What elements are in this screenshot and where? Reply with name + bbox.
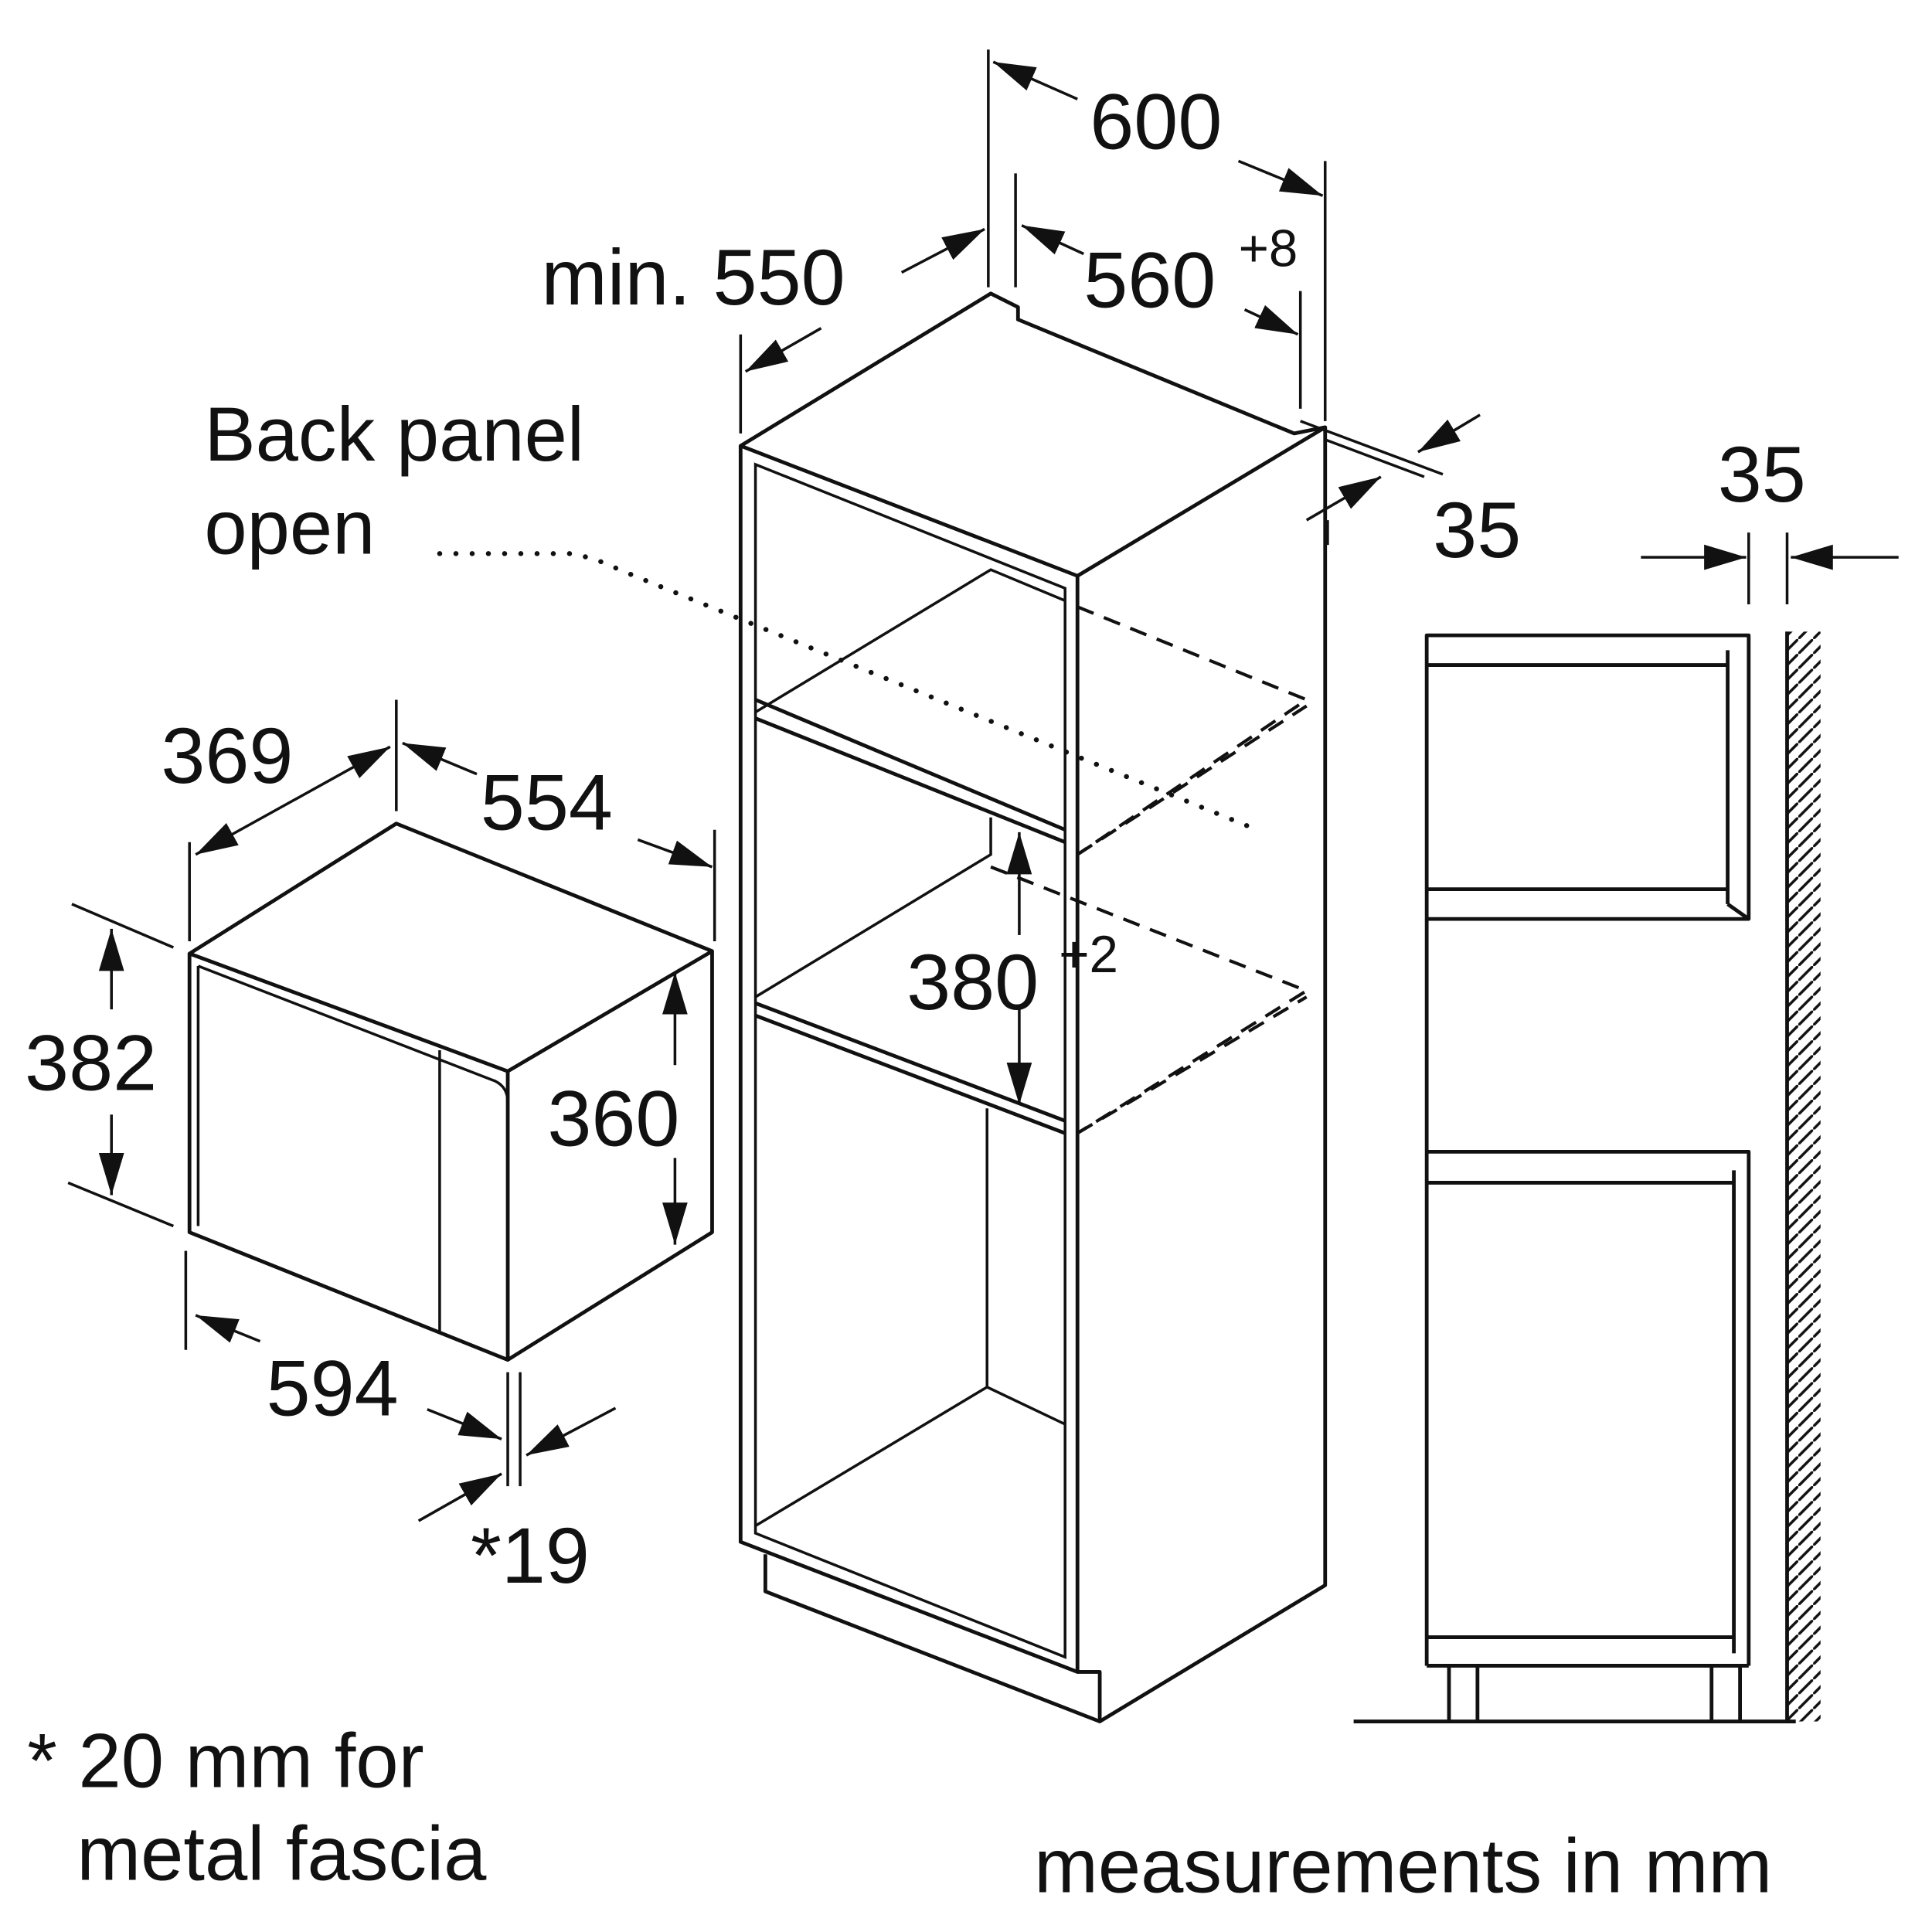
back-panel-label-line2: open — [204, 485, 375, 570]
cabinet-dimensions: 600 min. 550 560 +8 35 380 +2 — [541, 49, 1521, 1105]
dim-appliance-depth: 369 — [161, 711, 293, 800]
footnote-line2: metal fascia — [77, 1811, 487, 1897]
dim-appliance-body-width: 554 — [481, 758, 613, 847]
dim-niche-width-tolerance: +8 — [1239, 220, 1298, 278]
footnote-line1: * 20 mm for — [27, 1719, 423, 1804]
dim-niche-height-tolerance: +2 — [1059, 926, 1118, 984]
dim-side-gap: 35 — [1718, 430, 1806, 519]
side-view: 35 — [1353, 430, 1899, 1723]
dim-niche-height: 380 — [906, 937, 1039, 1026]
microwave-dimensions: 369 554 382 360 594 *19 — [25, 699, 716, 1600]
tall-cabinet — [437, 291, 1328, 1723]
dim-appliance-body-height: 360 — [547, 1073, 679, 1162]
back-panel-label-line1: Back panel — [204, 392, 584, 478]
dim-appliance-width: 594 — [267, 1344, 399, 1433]
dim-appliance-height: 382 — [25, 1018, 157, 1107]
microwave-appliance — [187, 821, 714, 1362]
dim-cabinet-depth: min. 550 — [541, 233, 845, 321]
dim-niche-width: 560 — [1083, 235, 1216, 324]
dim-cabinet-width: 600 — [1090, 77, 1222, 165]
dim-rear-gap: 35 — [1433, 485, 1521, 574]
units-note: measurements in mm — [1034, 1824, 1772, 1910]
dim-fascia-depth: *19 — [471, 1511, 590, 1600]
